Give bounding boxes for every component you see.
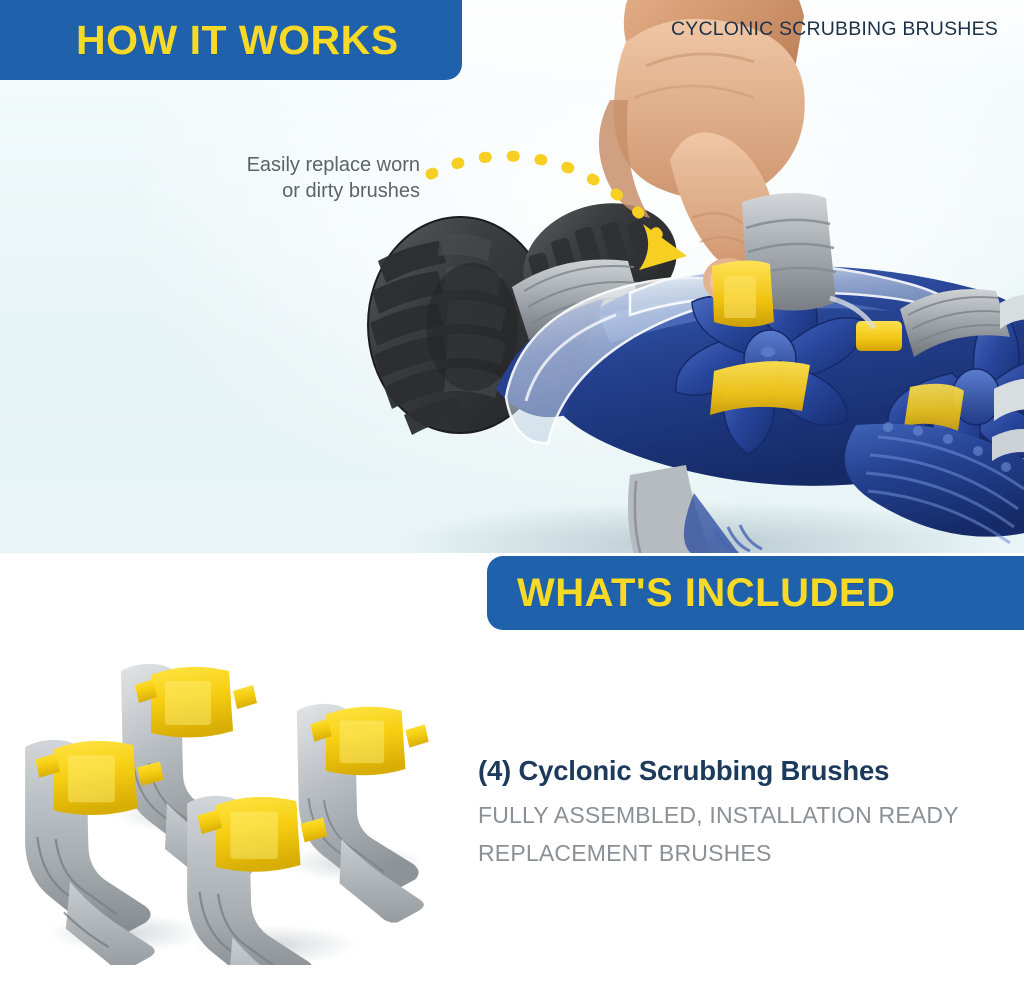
how-it-works-label: HOW IT WORKS xyxy=(76,16,399,63)
callout-line-2: or dirty brushes xyxy=(282,180,420,203)
how-it-works-banner: HOW IT WORKS xyxy=(0,0,462,80)
product-category-eyebrow: CYCLONIC SCRUBBING BRUSHES xyxy=(670,18,998,40)
curved-dashed-arrow-icon xyxy=(425,150,687,270)
callout-text: Easily replace worn or dirty brushes xyxy=(180,152,420,205)
how-it-works-section: HOW IT WORKS CYCLONIC SCRUBBING BRUSHES … xyxy=(0,0,1024,553)
callout-line-1: Easily replace worn xyxy=(246,154,420,176)
whats-included-banner: WHAT'S INCLUDED xyxy=(487,556,1024,630)
included-subtext: FULLY ASSEMBLED, INSTALLATION READY REPL… xyxy=(478,797,1018,872)
brush-unit xyxy=(187,795,328,965)
brush-unit xyxy=(296,703,429,923)
included-title: (4) Cyclonic Scrubbing Brushes xyxy=(478,755,890,786)
four-replacement-brushes-image xyxy=(25,663,429,965)
whats-included-label: WHAT'S INCLUDED xyxy=(517,571,896,615)
brush-unit xyxy=(25,739,164,965)
included-subtext-line-1: FULLY ASSEMBLED, INSTALLATION READY xyxy=(478,802,959,829)
included-description: (4) Cyclonic Scrubbing Brushes FULLY ASS… xyxy=(478,755,1018,872)
included-subtext-line-2: REPLACEMENT BRUSHES xyxy=(478,839,772,866)
